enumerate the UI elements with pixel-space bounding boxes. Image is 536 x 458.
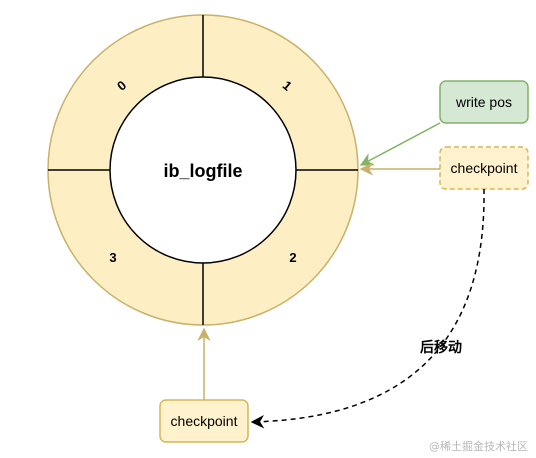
segment-label-2: 2 — [289, 250, 296, 265]
log-ring-inner — [109, 76, 297, 264]
write-pos-arrow — [359, 122, 441, 166]
watermark: @稀土掘金技术社区 — [429, 439, 528, 453]
checkpoint-bottom-label: checkpoint — [171, 413, 238, 429]
checkpoint-right-label: checkpoint — [451, 160, 518, 176]
center-label: ib_logfile — [163, 161, 242, 181]
checkpoint-move-arrow — [250, 188, 485, 429]
write-pos-label: write pos — [455, 94, 512, 110]
move-label: 后移动 — [420, 339, 462, 356]
segment-label-3: 3 — [109, 250, 116, 265]
write-pos-box — [439, 80, 529, 124]
